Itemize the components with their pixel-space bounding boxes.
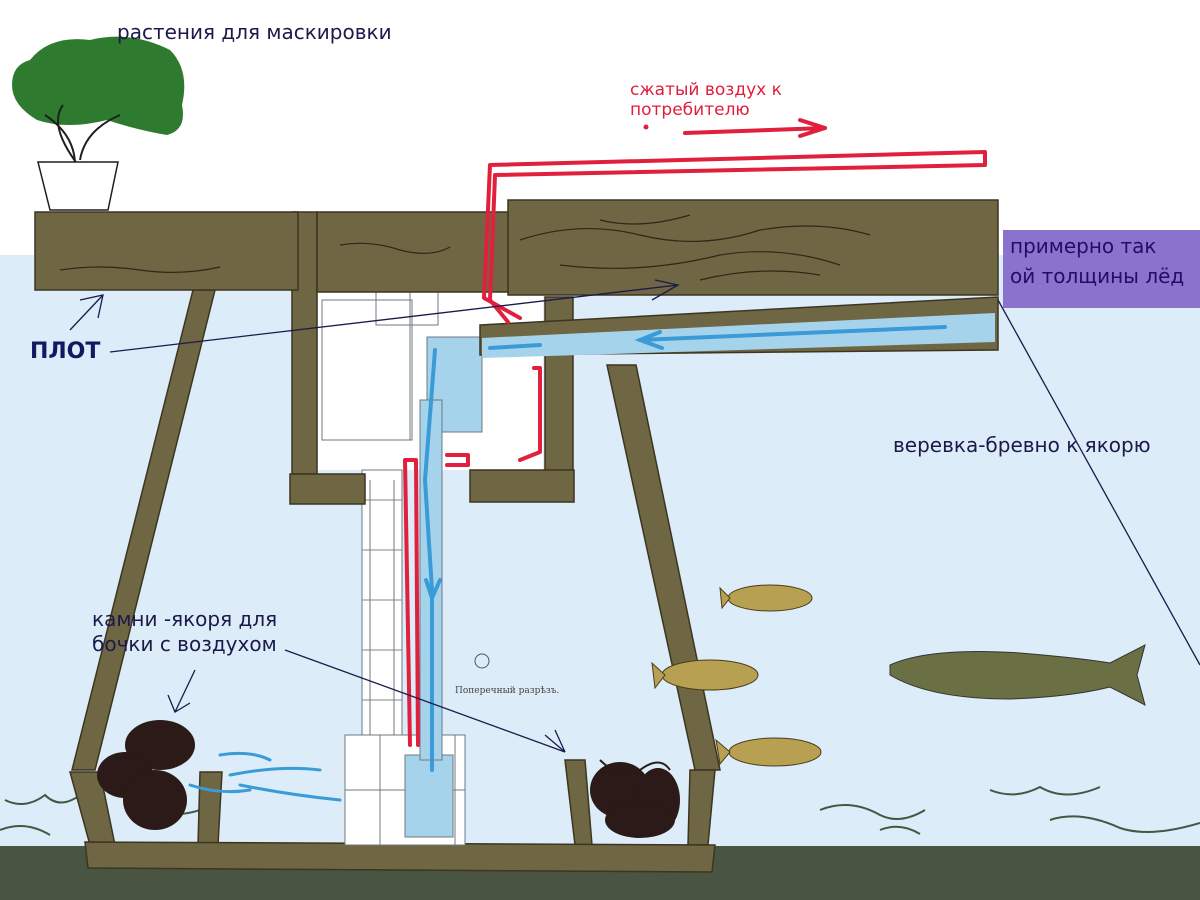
stones-label-line1: камни -якоря для — [92, 607, 278, 631]
compressed-air-label-line1: сжатый воздух к — [630, 80, 782, 100]
water-tank-lower — [404, 754, 454, 838]
pike-fish — [889, 644, 1146, 706]
raft-label: ПЛОТ — [30, 339, 101, 364]
anchor-stones — [97, 720, 680, 838]
water-flow-arrows — [188, 325, 947, 802]
perch-fish — [651, 584, 822, 767]
stone-net — [599, 759, 671, 775]
pointer-lines — [69, 279, 1200, 753]
raft-logs — [34, 199, 999, 296]
stones-label-line2: бочки с воздухом — [92, 632, 277, 656]
wood-grain — [59, 214, 871, 281]
rope-label: веревка-бревно к якорю — [893, 433, 1151, 457]
air-marker-dot — [643, 124, 649, 130]
ice-label-line2: ой толщины лёд — [1010, 264, 1185, 288]
plant — [12, 36, 185, 211]
compressed-air-label-line2: потребителю — [630, 100, 750, 120]
plants-label: растения для маскировки — [117, 20, 392, 44]
ice-label-line1: примерно так — [1010, 234, 1157, 258]
compressed-air-pipe — [403, 118, 987, 747]
drawing-caption: Поперечный разрѣзъ. — [455, 686, 560, 696]
ice-thickness-box: примерно так ой толщины лёд — [1003, 230, 1200, 308]
